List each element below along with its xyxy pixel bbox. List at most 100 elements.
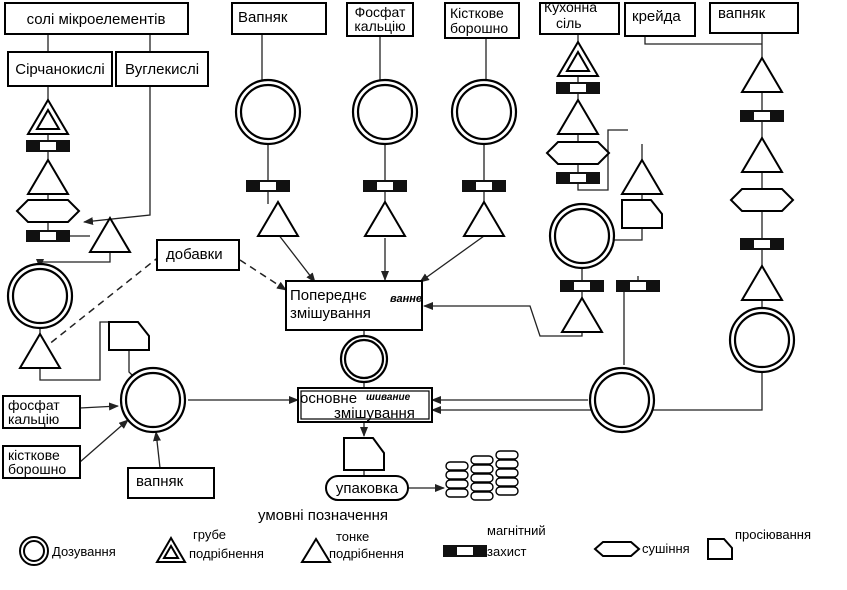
phosphate-top-label-1: Фосфат [355, 4, 406, 20]
fine-grinding-limestone [257, 201, 299, 237]
fine-grinding-phosphate [364, 201, 406, 237]
magnetic-protection-salt-2 [556, 172, 600, 184]
fine-grinding-sulfate [27, 159, 69, 195]
sieving-salt [621, 199, 663, 229]
carbonate-label: Вуглекислі [125, 61, 199, 78]
dosing-main-left [119, 366, 187, 434]
additives-label: добавки [166, 246, 223, 263]
fine-grinding-salt [557, 99, 599, 135]
bone-left-label-1: кісткове [8, 447, 60, 463]
magnetic-protection-limestone [246, 180, 290, 192]
legend-drying-icon [593, 541, 641, 557]
flow-lines [36, 33, 763, 492]
fine-grinding-limestone-right-1 [741, 57, 783, 93]
sieving-main [343, 437, 385, 471]
coarse-grinding-salt [557, 41, 599, 77]
bone-top-box [444, 2, 520, 39]
dosing-premix [339, 334, 389, 384]
salt-label-2: сіль [556, 15, 582, 31]
legend-coarse-grinding-icon [155, 536, 187, 563]
magnetic-protection-chalk [616, 280, 660, 292]
phosphate-left-label-1: фосфат [8, 397, 60, 413]
premix-ghost-label: ванне [390, 293, 422, 305]
fine-grinding-limestone-right-3 [741, 265, 783, 301]
magnetic-protection-salt-3 [560, 280, 604, 292]
fine-grinding-salt-2 [621, 159, 663, 195]
magnetic-protection-sulfate-1 [26, 140, 70, 152]
salt-box [539, 2, 620, 35]
legend-fine-grinding-icon [300, 537, 332, 563]
premix-box [285, 280, 423, 331]
salts-label: солі мікроелементів [27, 11, 166, 28]
packed-bags-icon [445, 450, 519, 501]
limestone-right-label: вапняк [718, 5, 766, 22]
legend-dosing-icon [19, 536, 49, 566]
main-mix-label-2: змішування [334, 405, 415, 422]
legend-fine-label-2: подрібнення [329, 546, 404, 561]
carbonate-box [115, 51, 209, 87]
dosing-limestone-right [728, 306, 796, 374]
legend-drying: сушіння [593, 541, 690, 557]
bone-top-label-2: борошно [450, 20, 508, 36]
fine-grinding-salt-3 [561, 297, 603, 333]
packing-box [325, 475, 409, 501]
legend-magnet-label-1: магнітний [487, 523, 546, 538]
magnetic-protection-limestone-right-2 [740, 238, 784, 250]
premix-label-1: Попереднє [290, 287, 367, 304]
bone-top-label-1: Кісткове [450, 5, 504, 21]
fine-grinding-salts-merge [89, 217, 131, 253]
limestone-top-label: Вапняк [238, 9, 288, 26]
legend-sieving-label: просіювання [735, 527, 811, 542]
limestone-top-box [231, 2, 327, 35]
packing-label: упаковка [336, 480, 399, 497]
magnetic-protection-bone [462, 180, 506, 192]
salts-box [4, 2, 189, 35]
drying-sulfate [16, 199, 80, 223]
magnetic-protection-salt-1 [556, 82, 600, 94]
additives-box [156, 239, 240, 271]
legend-drying-label: сушіння [642, 541, 690, 556]
dosing-phosphate-top [351, 78, 419, 146]
coarse-grinding-sulfate [27, 99, 69, 135]
legend-magnetic-protection: магнітний захист [443, 523, 546, 559]
dosing-limestone-top [234, 78, 302, 146]
drying-limestone-right [730, 188, 794, 212]
legend-dosing-label: Дозування [52, 544, 116, 559]
legend-fine-label-1: тонке [336, 529, 369, 544]
main-mix-box [297, 387, 433, 423]
sulfate-box [7, 51, 113, 87]
bone-left-box [2, 445, 81, 479]
dosing-salt [548, 202, 616, 270]
fine-grinding-salts-2 [19, 333, 61, 369]
legend-coarse-label-1: грубе [193, 527, 226, 542]
phosphate-top-box [346, 2, 414, 37]
phosphate-left-box [2, 395, 81, 429]
main-mix-ghost-label: шивание [366, 392, 411, 403]
dosing-chalk [588, 366, 656, 434]
legend-title: умовні позначення [258, 507, 388, 524]
chalk-box [624, 2, 696, 37]
legend-fine-grinding: тонке подрібнення [300, 529, 404, 563]
chalk-label: крейда [632, 8, 681, 25]
legend-coarse-grinding: грубе подрібнення [155, 527, 264, 563]
dosing-salts [6, 262, 74, 330]
legend-coarse-label-2: подрібнення [189, 546, 264, 561]
magnetic-protection-limestone-right-1 [740, 110, 784, 122]
bone-left-label-2: борошно [8, 461, 66, 477]
limestone-right-box [709, 2, 799, 34]
premix-label-2: змішування [290, 305, 371, 322]
legend-magnet-label-2: захист [487, 544, 526, 559]
sulfate-label: Сірчанокислі [15, 61, 105, 78]
salt-label-1: Кухонна [544, 0, 597, 15]
main-mix-label-1: основне [300, 390, 357, 407]
legend-sieving-icon [707, 538, 733, 560]
sieving-salts [108, 321, 150, 351]
legend-dosing: Дозування [19, 536, 116, 566]
limestone-bottom-label: вапняк [136, 473, 184, 490]
legend-magnetic-icon [443, 545, 487, 557]
fine-grinding-limestone-right-2 [741, 137, 783, 173]
legend-sieving: просіювання [707, 527, 811, 560]
fine-grinding-bone [463, 201, 505, 237]
dosing-bone-top [450, 78, 518, 146]
